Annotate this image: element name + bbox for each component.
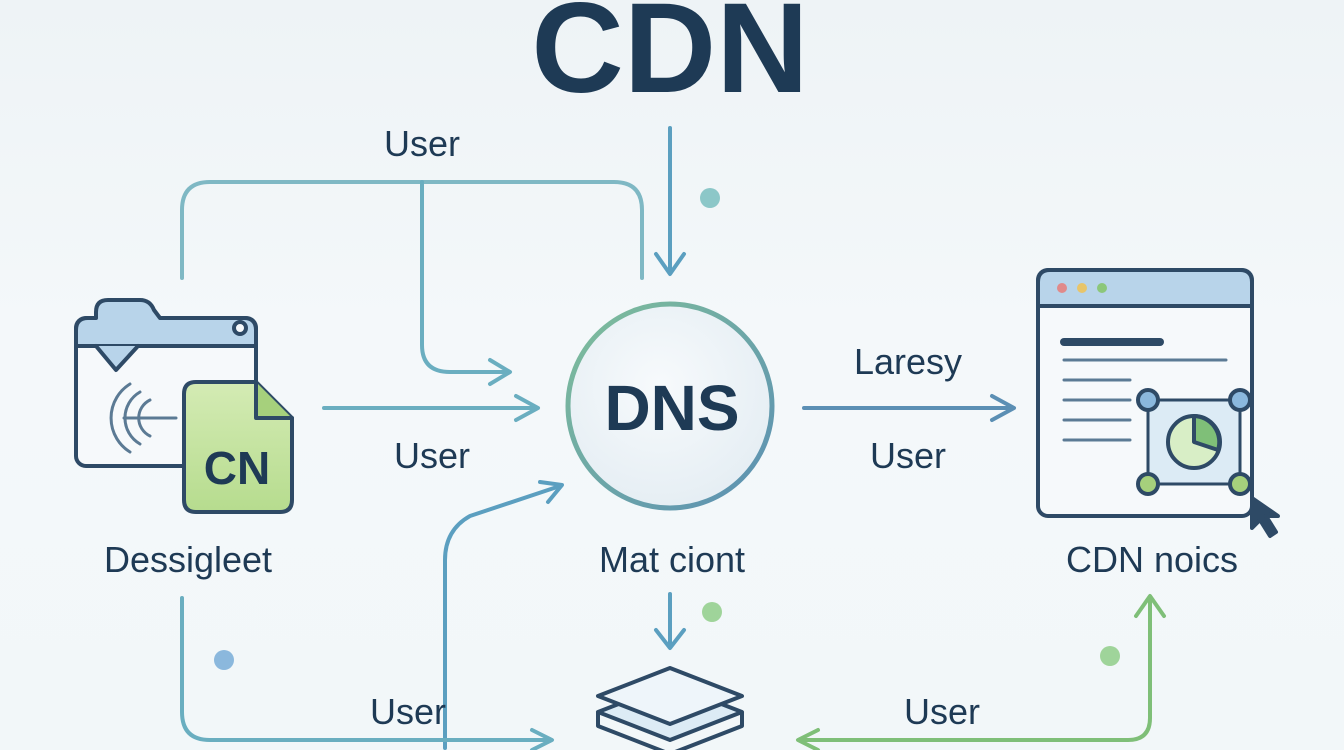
connector-bottom-user-dns [443,484,562,750]
connector-bottom-right-loop [798,596,1152,742]
decorative-dot [214,650,234,670]
arrowhead-dns-server [654,628,686,650]
arrowhead-right-up [1134,594,1166,618]
edge-label-top-user: User [384,123,460,164]
dns-node-label: DNS [604,372,739,444]
arrowhead-left-bottom [530,728,554,750]
arrowhead-dns-right [990,394,1016,422]
connector-left-bottom [180,596,552,742]
arrowhead-left-dns [514,394,540,422]
edge-label-right-top: Laresy [854,341,962,382]
arrowhead-bottom-left [796,728,820,750]
connector-top-loop [180,180,644,280]
dns-node: DNS [565,301,775,511]
decorative-dot [702,602,722,622]
edge-label-bottom-left-user: User [370,691,446,732]
browser-window-with-network-chart-icon [1036,268,1280,538]
decorative-dot [1100,646,1120,666]
arrowhead-bottom-user-dns [538,480,564,504]
edge-label-right-user: User [870,435,946,476]
edge-label-bottom-right-user: User [904,691,980,732]
decorative-dot [700,188,720,208]
arrowhead-title-dns [654,252,686,276]
connector-top-user [420,180,510,374]
server-stack-icon [596,666,744,750]
edge-label-left-user: User [394,435,470,476]
center-node-caption: Mat ciont [599,539,745,580]
left-node-badge: CN [204,442,270,494]
browser-window-with-file-icon [74,298,294,514]
arrowhead-top-user [488,358,512,386]
diagram-title: CDN [531,0,808,120]
left-node-caption: Dessiglеet [104,539,272,580]
right-node-caption: CDN noics [1066,539,1238,580]
